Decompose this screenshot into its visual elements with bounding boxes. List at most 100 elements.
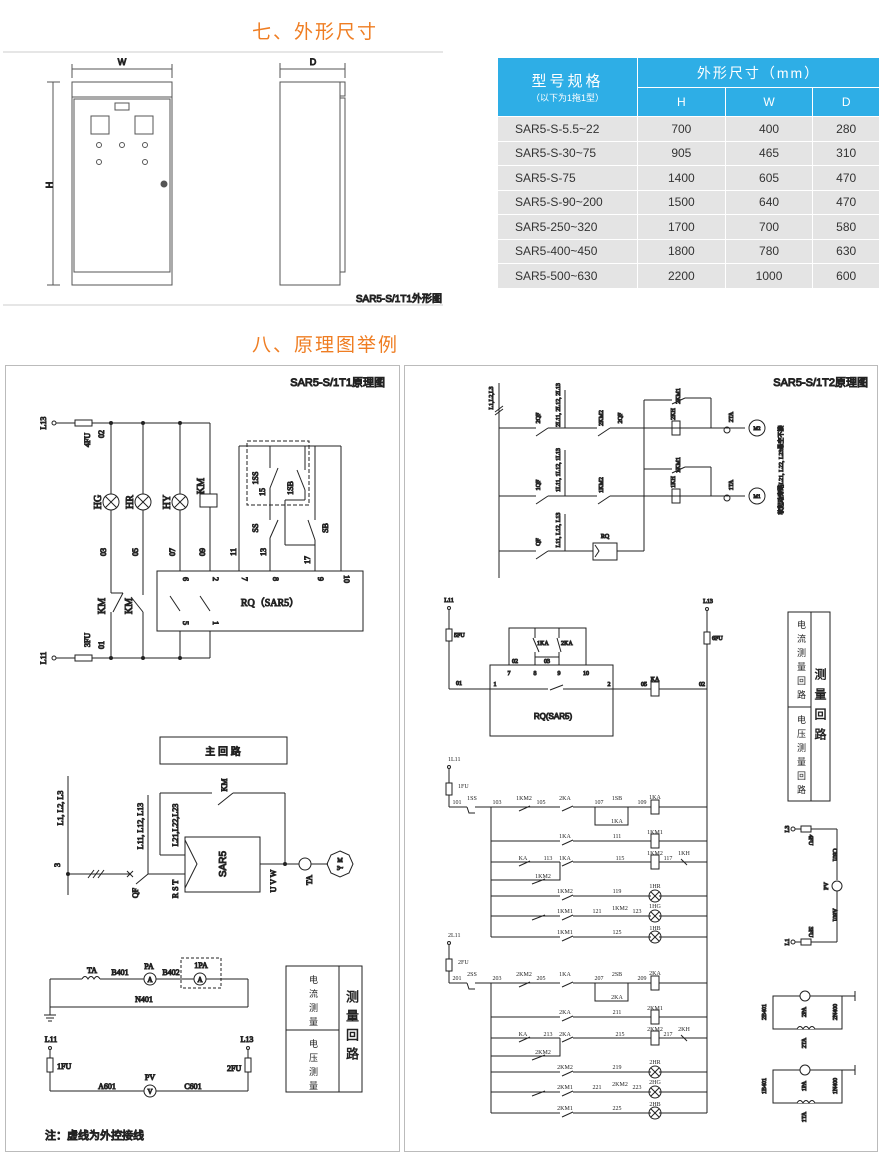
rung-label: 2KM1 [557,1106,573,1112]
rung-label: 2KA [559,1010,571,1016]
rung-label: 1KA [559,834,571,840]
label: A [197,976,202,984]
wire [491,1038,561,1057]
label: U V W [269,869,278,892]
label: HR [125,495,136,509]
cell-w: 640 [724,189,814,215]
col-d: D [812,87,880,117]
lamp-icon [134,493,152,511]
label: L11 [45,1035,58,1044]
label: L11, L12, L13 [136,803,145,849]
lamp-icon [171,493,189,511]
rung-label: 2FU [458,960,469,966]
label: 5FU [454,633,465,639]
rung-label: 121 [593,909,602,915]
coil-icon [650,833,660,849]
rung-label: 1KM1 [557,930,573,936]
label: 2TA [802,1037,808,1048]
cell-d: 580 [812,214,880,240]
label: SB [321,523,330,533]
label: 6 [181,577,190,581]
wire [531,914,546,921]
rung-label: 207 [595,976,604,982]
motor-icon [326,850,354,878]
model-header: 型号规格 （以下为1拖1型） [497,57,638,117]
label: 1L11, 1L12, 1L13 [556,448,562,492]
label: 07 [168,548,177,556]
label: L1,L2,L3 [489,387,495,410]
dim-d-label: D [310,57,317,67]
label: QF [131,887,140,898]
label: C601 [184,1082,201,1091]
label: KM [220,779,229,792]
wire [650,911,660,921]
coil-icon [650,1009,660,1025]
control-rung-groups: 1L111FU1011SS1031KM21052KA1071SB1KA1091K… [445,757,707,1120]
legend-current-measure: 电流测量 [307,975,317,1031]
label: B402 [162,968,179,977]
cabinet-side-view [279,63,346,286]
rung-label: 223 [633,1085,642,1091]
wire [518,1036,531,1043]
wire [561,981,574,988]
rung-label: 1KM2 [612,906,628,912]
label: 9 [316,577,325,581]
label: 1SS [251,472,260,485]
wire [561,935,574,942]
label: RQ(SAR5) [534,712,573,721]
rq-sar5-box [156,570,364,632]
label: KA [651,677,660,683]
label: 01 [97,641,106,649]
rung-label: 2KM2 [535,1050,551,1056]
measurement-legend-box [285,965,363,1093]
label: L11, L12, L13 [556,513,562,548]
rung-label: 111 [613,834,622,840]
wire [561,914,574,921]
wire [650,1067,660,1077]
rung-label: 2KM1 [557,1085,573,1091]
label: 2L11, 2L12, 2L13 [556,383,562,427]
label: L13 [39,417,48,430]
rung-label: 2SB [612,972,622,978]
wire [680,1034,688,1042]
label: SAR5 [218,851,229,878]
label: TA [305,875,314,885]
cell-d: 470 [812,189,880,215]
wire [561,839,574,846]
voltage-measure-1t2 [790,825,843,946]
cell-w: 400 [724,116,814,142]
wire [561,860,574,867]
cabinet-front-view [47,64,173,286]
label: V [147,1088,152,1096]
cell-d: 600 [812,263,880,289]
rung-label: 201 [453,976,462,982]
control-labels-1t2: L11 5FU 02 03 1KA 2KA 7 8 9 10 01 1 2 RQ… [444,598,724,722]
dims-header: 外形尺寸（mm） [637,57,880,88]
wire [594,983,629,1002]
label: 3~ [337,866,344,872]
label: A601 [831,908,837,921]
label: 2 [211,577,220,581]
label: 软起动旁路L21, L22, L23悬空不接 [777,426,785,515]
terminal [447,765,451,769]
cell-h: 1800 [637,238,726,264]
rung-label: 211 [613,1010,622,1016]
label: 02 [512,659,518,665]
label: 4FU [83,433,92,447]
schematic-1t2-title: SAR5-S/1T2原理图 [773,376,868,389]
cell-w: 700 [724,214,814,240]
legend-voltage-measure-circuit: 电压测量回路 [795,715,805,799]
rung-group1: 1L111FU1011SS1031KM21052KA1071SB1KA1091K… [445,757,707,944]
rung-label: 119 [613,889,622,895]
coil-icon [650,854,660,870]
rung-label: 1KM1 [647,830,663,836]
rung-label: 2HR [649,1060,660,1066]
rung-label: 205 [537,976,546,982]
cell-h: 700 [637,116,726,142]
main-circuit-title-box [159,736,288,765]
